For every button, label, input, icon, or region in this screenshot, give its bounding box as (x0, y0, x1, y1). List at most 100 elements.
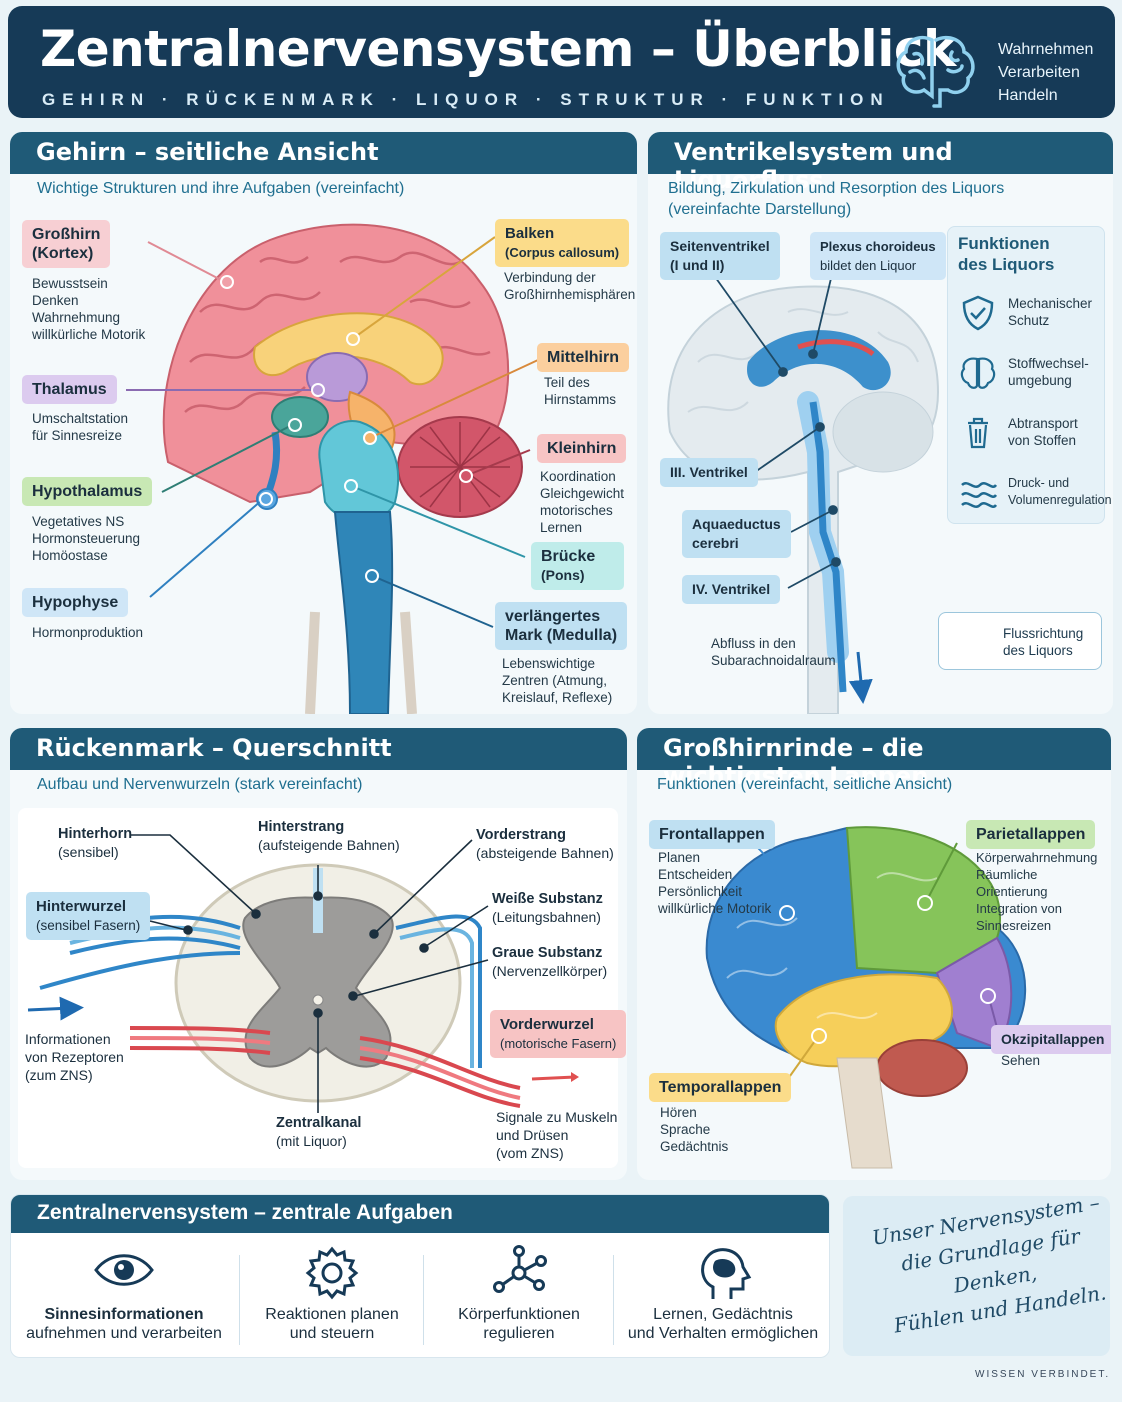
desc-line: Kreislauf, Reflexe) (502, 690, 613, 705)
label-kleinhirn: Kleinhirn (537, 434, 627, 463)
text-line: Volumenregulation (1008, 493, 1112, 507)
task-item: Reaktionen planen und steuern (241, 1233, 423, 1357)
label-text: Zentralkanal (276, 1115, 362, 1131)
label-okzipitallappen: Okzipitallappen (991, 1025, 1111, 1054)
label-text: Hinterwurzel (36, 898, 127, 915)
text-line: umgebung (1008, 373, 1072, 388)
ventricle-panel-title: Ventrikelsystem und Liquorfluss (648, 132, 1113, 194)
label-weisse-substanz: Weiße Substanz (Leitungsbahnen) (492, 890, 603, 926)
gear-icon (305, 1246, 359, 1300)
tag-verarbeiten: Verarbeiten (998, 64, 1080, 81)
desc-line: Hören (660, 1105, 697, 1120)
label-text-2: (Kortex) (32, 245, 94, 262)
text-line: regulieren (483, 1325, 555, 1342)
desc-line: Homöostase (32, 548, 108, 563)
label-text: Großhirn (32, 226, 101, 243)
desc-line: Wahrnehmung (32, 310, 121, 325)
label-text-2: (aufsteigende Bahnen) (258, 837, 400, 853)
text-line: Flussrichtung (1003, 626, 1084, 641)
desc-line: motorisches (540, 503, 613, 518)
label-text-2: (Pons) (541, 567, 585, 583)
desc-thalamus: Umschaltstation für Sinnesreize (32, 410, 128, 444)
text-line: und Verhalten ermöglichen (627, 1325, 819, 1342)
label-balken: Balken(Corpus callosum) (495, 219, 630, 267)
brain-icon (960, 357, 996, 389)
subtitle-line: Bildung, Zirkulation und Resorption des … (668, 180, 1005, 197)
brain-illustration (126, 223, 539, 714)
network-icon (493, 1245, 547, 1293)
page-subtitle: GEHIRN · RÜCKENMARK · LIQUOR · STRUKTUR … (42, 90, 890, 109)
text-line: Signale zu Muskeln (496, 1109, 618, 1125)
eye-icon (94, 1254, 154, 1286)
label-text: Plexus choroideus (820, 239, 936, 254)
desc-okzipitallappen: Sehen (1001, 1053, 1041, 1068)
page-title: Zentralnervensystem – Überblick (40, 20, 956, 78)
label-text-2: (Leitungsbahnen) (492, 909, 601, 925)
text-line: Lernen, Gedächtnis (653, 1306, 793, 1323)
label-hypophyse: Hypophyse (22, 588, 129, 617)
desc-line: Integration von (976, 901, 1063, 916)
text-line: Reaktionen planen (265, 1306, 399, 1323)
desc-line: Gedächtnis (660, 1139, 729, 1154)
label-text-2: (sensibel) (58, 844, 119, 860)
label-bruecke: Brücke(Pons) (531, 542, 624, 590)
brain-panel-subtitle: Wichtige Strukturen und ihre Aufgaben (v… (37, 180, 405, 197)
desc-line: Subarachnoidalraum (711, 653, 836, 668)
function-item: Abtransport von Stoffen (958, 413, 1103, 457)
label-text: Seitenventrikel (670, 238, 770, 254)
spinal-illustration (18, 808, 618, 1168)
text-line: und Drüsen (496, 1127, 569, 1143)
text-line: Abtransport (1008, 416, 1078, 431)
desc-line: Hormonsteuerung (32, 531, 141, 546)
spinal-panel-subtitle: Aufbau und Nervenwurzeln (stark vereinfa… (37, 776, 363, 793)
label-grosshirn: Großhirn (Kortex) (22, 220, 111, 268)
label-text-2: bildet den Liquor (820, 258, 917, 273)
desc-line: Persönlichkeit (658, 884, 743, 899)
text-line: (vom ZNS) (496, 1145, 564, 1161)
desc-line: Bewusstsein (32, 276, 108, 291)
desc-line: Lebenswichtige (502, 656, 596, 671)
label-seitenventrikel: Seitenventrikel(I und II) (660, 232, 780, 280)
desc-line: Vegetatives NS (32, 514, 125, 529)
desc-line: Verbindung der (504, 270, 596, 285)
ventricle-panel-subtitle: Bildung, Zirkulation und Resorption des … (668, 178, 1004, 220)
label-text: Vorderwurzel (500, 1016, 594, 1033)
desc-line: Räumliche Orientierung (976, 867, 1048, 899)
label-text: Weiße Substanz (492, 891, 603, 907)
waves-icon (961, 482, 998, 508)
label-text-2: cerebri (692, 535, 739, 551)
label-mittelhirn: Mittelhirn (537, 343, 629, 372)
quote-text: Unser Nervensystem – die Grundlage für D… (865, 1186, 1121, 1342)
desc-line: Umschaltstation (32, 411, 129, 426)
label-hinterwurzel: Hinterwurzel(sensibel Fasern) (26, 892, 151, 940)
label-text-2: (absteigende Bahnen) (476, 845, 614, 861)
desc-line: für Sinnesreize (32, 428, 123, 443)
text-line: Stoffwechsel- (1008, 356, 1089, 371)
text-line: und steuern (289, 1325, 375, 1342)
header: Zentralnervensystem – Überblick GEHIRN ·… (8, 6, 1115, 118)
label-text-2: (Corpus callosum) (505, 245, 620, 260)
desc-line: Planen (658, 850, 701, 865)
label-plexus: Plexus choroideus bildet den Liquor (810, 232, 946, 280)
brain-panel-title: Gehirn – seitliche Ansicht (10, 132, 637, 174)
label-ventrikel-3: III. Ventrikel (660, 458, 758, 487)
title-line: des Liquors (958, 255, 1055, 274)
lobes-panel-subtitle: Funktionen (vereinfacht, seitliche Ansic… (657, 776, 953, 793)
divider (613, 1255, 614, 1345)
function-text: Abtransport von Stoffen (1008, 415, 1078, 449)
text-line: von Stoffen (1008, 433, 1077, 448)
brain-panel: Gehirn – seitliche Ansicht Wichtige Stru… (10, 132, 637, 714)
ventricle-illustration (667, 269, 1009, 714)
desc-line: willkürliche Motorik (32, 327, 146, 342)
text-line: aufnehmen und verarbeiten (26, 1325, 222, 1342)
